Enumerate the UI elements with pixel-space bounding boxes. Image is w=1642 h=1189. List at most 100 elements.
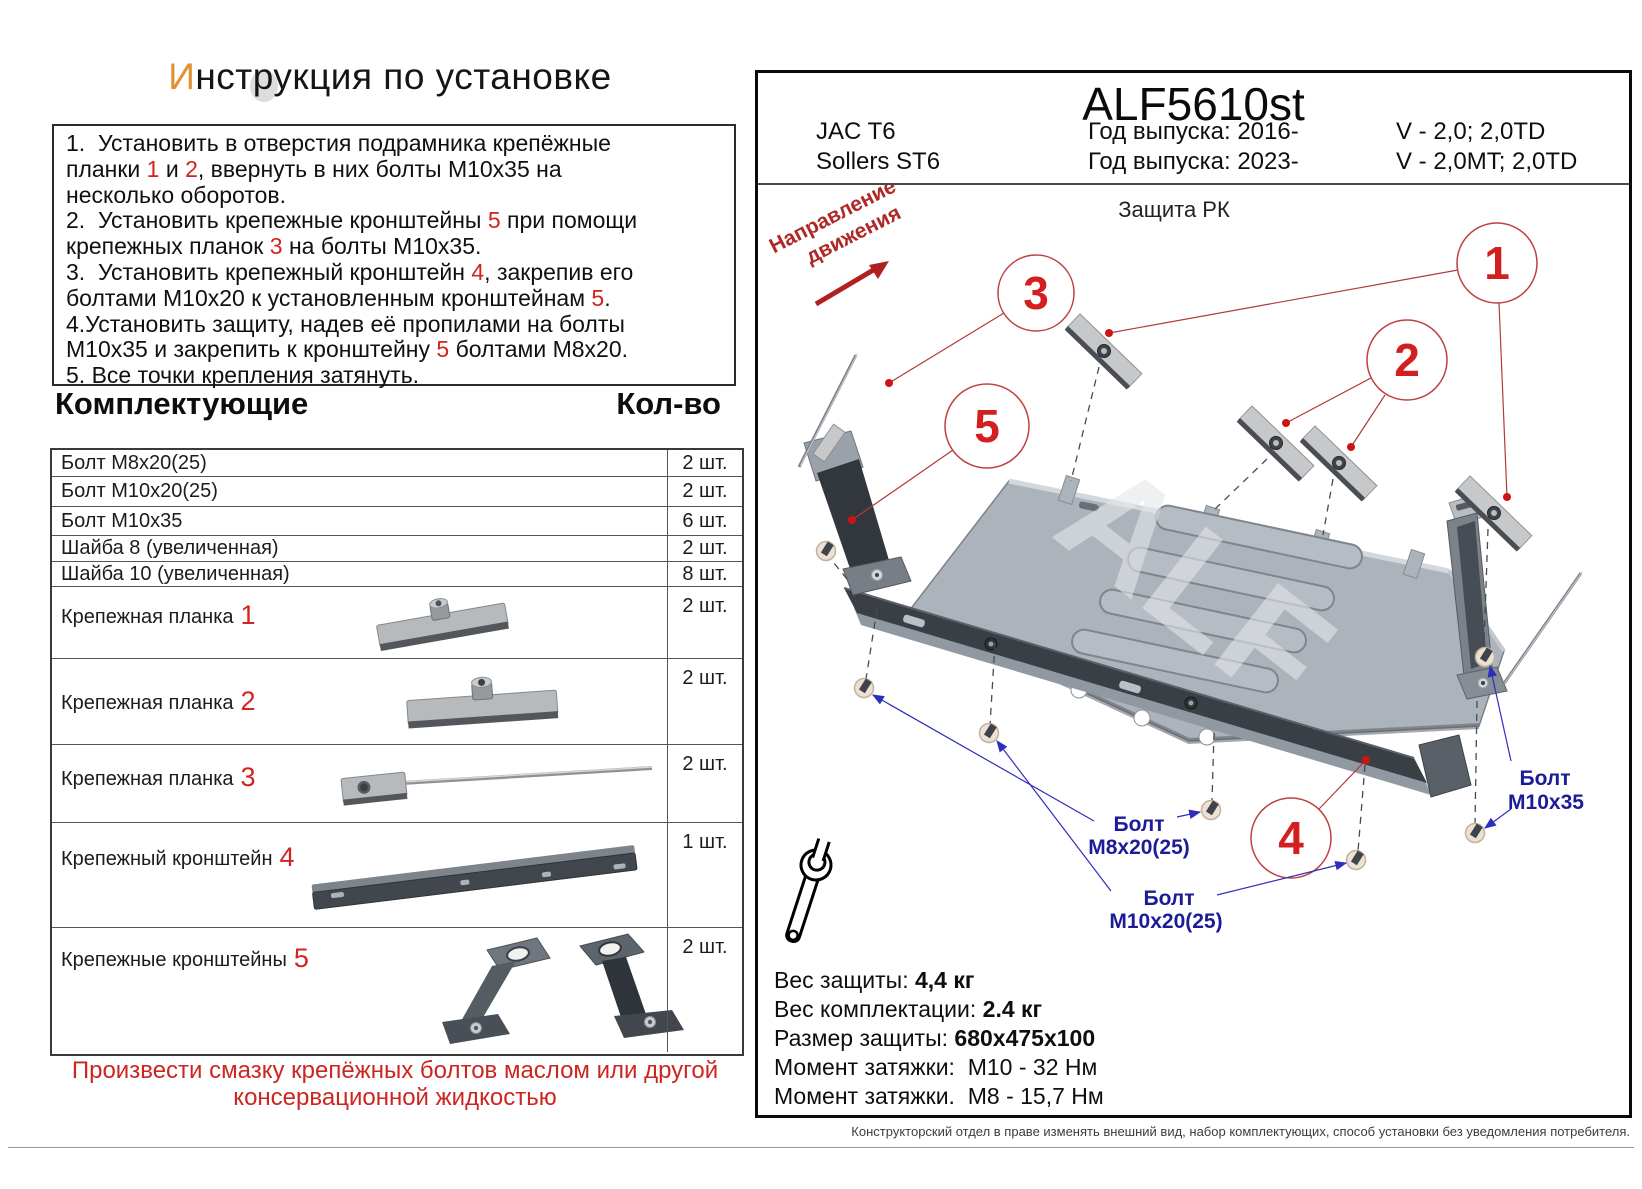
components-table: Болт М8х20(25) 2 шт. Болт М10х20(25) 2 ш…	[50, 448, 744, 1056]
note-line: консервационной жидкостью	[233, 1084, 557, 1111]
table-row: Крепежные кронштейны 5	[52, 927, 742, 1052]
manufacturer-disclaimer: Конструкторский отдел в праве изменять в…	[851, 1124, 1630, 1139]
part-qty: 2 шт.	[667, 450, 742, 476]
washer-bolts	[815, 540, 1496, 871]
table-row: Болт М10х35 6 шт.	[52, 506, 742, 535]
assembly-dashed-lines	[828, 366, 1489, 852]
table-row: Шайба 10 (увеличенная) 8 шт.	[52, 561, 742, 586]
instructions-box: 1. Установить в отверстия подрамника кре…	[52, 124, 736, 389]
vehicle-name: Sollers ST6	[816, 148, 941, 175]
bolt-labels: Болт М8х20(25) Болт М10х20(25) Болт М10х…	[1088, 767, 1584, 933]
vehicle-engine: V - 2,0MT; 2,0TD	[1396, 148, 1578, 175]
table-row: Крепежный кронштейн 4 1 шт.	[52, 822, 742, 927]
callout-5: 5	[944, 383, 1030, 469]
part-qty: 2 шт.	[667, 745, 742, 822]
instruction-step: 5. Все точки крепления затянуть.	[66, 362, 420, 389]
spec-line: Вес защиты: 4,4 кг	[774, 967, 975, 993]
part-label: Крепежный кронштейн	[61, 848, 273, 870]
part-qty: 8 шт.	[667, 562, 742, 586]
part-qty: 6 шт.	[667, 507, 742, 535]
spec-line: Размер защиты: 680х475х100	[774, 1025, 1096, 1051]
spec-line: Момент затяжки: М10 - 32 Нм	[774, 1054, 1098, 1080]
bottom-divider	[8, 1147, 1634, 1148]
part-image-plate-3	[340, 766, 653, 806]
table-row: Болт М10х20(25) 2 шт.	[52, 476, 742, 506]
svg-text:4: 4	[1278, 812, 1304, 864]
part-number: 5	[293, 943, 309, 973]
components-header: Комплектующие Кол-во	[55, 386, 735, 422]
part-label: Крепежные кронштейны	[61, 949, 287, 971]
assembly-diagram: Защита РК	[766, 185, 1584, 944]
spec-line: Вес комплектации: 2.4 кг	[774, 996, 1043, 1022]
part-qty: 1 шт.	[667, 823, 742, 927]
part-qty: 2 шт.	[667, 659, 742, 744]
instruction-step: 1. Установить в отверстия подрамника кре…	[66, 130, 611, 208]
right-bracket-5	[1446, 492, 1508, 700]
callout-3: 3	[997, 254, 1075, 332]
bolt-m8-label: Болт	[1113, 813, 1164, 836]
bolt-m10-35-size: М10х35	[1508, 791, 1584, 814]
part-label: Болт М10х20(25)	[61, 480, 218, 502]
wrench-icon	[785, 834, 833, 944]
callout-4: 4	[1250, 797, 1332, 879]
components-title: Комплектующие	[55, 386, 309, 421]
front-bar-bracket	[843, 587, 1472, 798]
direction-of-travel: Направление движения	[766, 185, 905, 307]
bracket-left	[442, 937, 551, 1044]
diagram-title: Защита РК	[1118, 197, 1230, 222]
part-label: Крепежная планка	[61, 768, 234, 790]
table-row: Шайба 8 (увеличенная) 2 шт.	[52, 535, 742, 561]
callout-1: 1	[1456, 222, 1538, 304]
lubrication-note: Произвести смазку крепёжных болтов масло…	[55, 1057, 735, 1111]
bolt-m8-size: М8х20(25)	[1088, 836, 1190, 859]
part-label: Шайба 8 (увеличенная)	[61, 537, 279, 559]
left-bracket-5	[803, 423, 912, 596]
qty-column-title: Кол-во	[616, 386, 721, 421]
part-label: Болт М8х20(25)	[61, 451, 207, 474]
callout-2: 2	[1366, 319, 1448, 401]
part-qty: 2 шт.	[667, 536, 742, 561]
spec-line: Момент затяжки. М8 - 15,7 Нм	[774, 1083, 1104, 1109]
left-rod-plate-3	[797, 353, 858, 468]
bracket-right	[579, 933, 684, 1038]
callout-dots	[848, 329, 1511, 764]
vehicle-name: JAC T6	[816, 118, 896, 145]
svg-text:3: 3	[1023, 267, 1049, 319]
watermark-blob	[250, 70, 278, 102]
right-rod-plate-3	[1501, 571, 1583, 686]
vehicle-year: Год выпуска: 2023-	[1088, 148, 1299, 175]
part-label: Болт М10х35	[61, 509, 183, 532]
vehicle-engine: V - 2,0; 2,0TD	[1396, 118, 1546, 145]
bolt-m10-20-label: Болт	[1143, 887, 1194, 910]
title-lead-letter: И	[168, 56, 196, 97]
part-qty: 2 шт.	[667, 477, 742, 506]
direction-arrow-icon	[814, 261, 889, 307]
page-title: Инструкция по установке	[40, 56, 740, 98]
part-number: 3	[240, 762, 256, 792]
callout-leaders	[851, 269, 1508, 810]
part-image-bracket-4	[311, 845, 638, 910]
part-number: 4	[279, 842, 295, 872]
part-image-plate-2	[406, 676, 559, 729]
mounting-plates	[1064, 313, 1533, 552]
part-code: ALF5610st	[1082, 78, 1305, 130]
part-image-brackets-5	[442, 933, 684, 1044]
part-qty: 2 шт.	[667, 587, 742, 658]
bolt-m10-20-size: М10х20(25)	[1109, 910, 1222, 933]
bolt-leader-lines	[871, 664, 1512, 896]
svg-text:5: 5	[974, 400, 1000, 452]
part-qty: 2 шт.	[667, 928, 742, 1052]
instruction-step: 2. Установить крепежные кронштейны 5 при…	[66, 207, 638, 260]
bolt-m10-35-label: Болт	[1519, 767, 1570, 790]
svg-text:2: 2	[1394, 334, 1420, 386]
vehicle-year: Год выпуска: 2016-	[1088, 118, 1299, 145]
part-label: Шайба 10 (увеличенная)	[61, 562, 290, 585]
part-number: 2	[240, 686, 256, 716]
table-row: Болт М8х20(25) 2 шт.	[52, 450, 742, 476]
instruction-step: 3. Установить крепежный кронштейн 4, зак…	[66, 258, 634, 311]
note-line: Произвести смазку крепёжных болтов масло…	[71, 1057, 719, 1084]
instruction-step: 4.Установить защиту, надев её пропилами …	[66, 310, 629, 363]
